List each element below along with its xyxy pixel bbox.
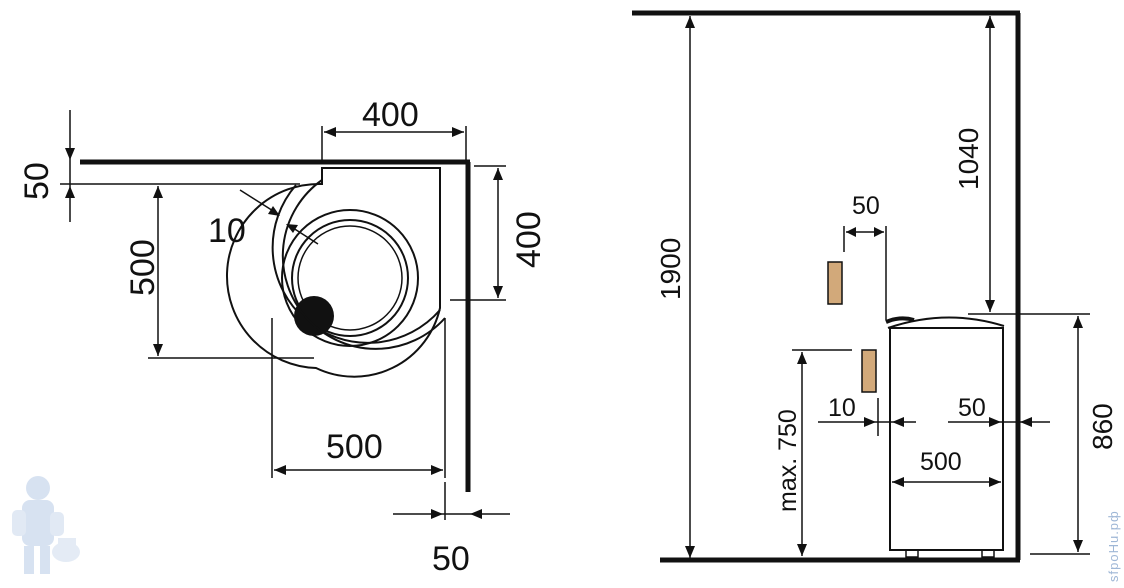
dim-depth-500: 500 — [124, 239, 162, 296]
dim-depth-400: 400 — [510, 211, 548, 268]
dim-top-clearance-1040: 1040 — [953, 128, 984, 190]
clearance-arc — [281, 179, 446, 350]
dim-gap-50-left: 50 — [18, 162, 56, 200]
washer-foot-left — [905, 549, 919, 558]
dim-max-750: max. 750 — [774, 409, 802, 512]
dim-gap-50-bottom: 50 — [432, 540, 470, 578]
door-ring — [291, 219, 409, 337]
dim-gap-50-right: 50 — [958, 394, 986, 422]
door-glass — [297, 225, 403, 331]
plumber-logo — [12, 476, 80, 574]
washer-lid — [887, 316, 1005, 329]
shelf-lower — [861, 349, 877, 393]
watermark-text: sfpoHu.pф — [1106, 510, 1121, 582]
dim-machine-height-860: 860 — [1087, 403, 1118, 450]
side-view — [632, 10, 1090, 563]
dim-room-height-1900: 1900 — [655, 238, 686, 300]
washer-body — [889, 327, 1004, 551]
door-knob — [294, 296, 334, 336]
dim-gap-10: 10 — [828, 394, 856, 422]
washer-foot-right — [981, 549, 995, 558]
dim-shelf-gap-50: 50 — [852, 192, 880, 220]
dim-clearance-10: 10 — [208, 212, 246, 250]
top-view — [60, 110, 510, 520]
dim-machine-width-500: 500 — [920, 448, 962, 476]
dim-width-400: 400 — [362, 96, 419, 134]
dim-width-500: 500 — [326, 428, 383, 466]
shelf-upper — [827, 261, 843, 305]
